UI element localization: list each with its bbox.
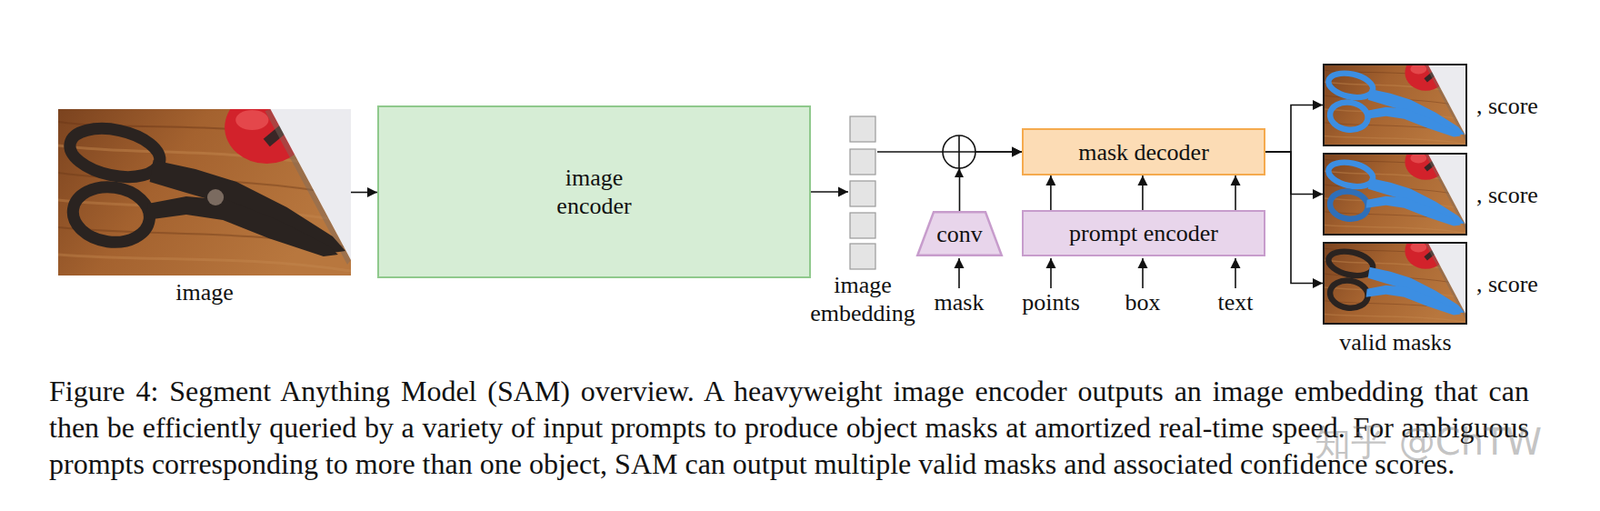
decoder-box: mask decoder bbox=[1021, 128, 1266, 176]
node-label: image bbox=[113, 278, 296, 307]
input-arrow bbox=[1050, 258, 1052, 289]
encoder-box: image encoder bbox=[377, 105, 811, 279]
node-label: mask decoder bbox=[1025, 138, 1262, 167]
sum-symbol bbox=[942, 135, 976, 178]
connector-arrow bbox=[1265, 151, 1323, 284]
embedding-cell bbox=[850, 180, 876, 207]
figure-caption: Figure 4: Segment Anything Model (SAM) o… bbox=[49, 372, 1530, 482]
output-mask: , score bbox=[1322, 152, 1468, 236]
connector-arrow bbox=[1265, 105, 1323, 153]
node-label: image encoder bbox=[530, 163, 659, 220]
connector-arrow bbox=[1265, 151, 1323, 195]
input-arrow bbox=[958, 258, 960, 289]
node-label: , score bbox=[1476, 180, 1539, 209]
embedding-cell bbox=[850, 116, 876, 142]
connector-arrow bbox=[1141, 175, 1144, 210]
input-label: text bbox=[1218, 288, 1254, 317]
node-label: image embedding bbox=[799, 270, 927, 328]
input-arrow bbox=[1141, 258, 1144, 289]
connector-arrow bbox=[1050, 175, 1052, 210]
sum-cross bbox=[942, 150, 976, 153]
scissors-photo bbox=[58, 90, 351, 276]
embedding-stack: image embedding bbox=[848, 114, 878, 271]
node-label: prompt encoder bbox=[1025, 219, 1262, 248]
sum-cross bbox=[958, 135, 960, 169]
input-label: box bbox=[1125, 288, 1161, 317]
embedding-cell bbox=[850, 149, 876, 175]
input-label: mask bbox=[934, 288, 985, 317]
output-mask: , score bbox=[1322, 241, 1468, 325]
mask-photo bbox=[1322, 54, 1468, 147]
input-arrows bbox=[959, 258, 1236, 289]
input-label: points bbox=[1021, 288, 1080, 317]
connector-group bbox=[350, 105, 1323, 284]
sum-arrowhead bbox=[954, 168, 964, 178]
group-label: valid masks bbox=[1339, 328, 1452, 357]
connector-arrow bbox=[350, 191, 378, 194]
sum-circle bbox=[942, 135, 976, 169]
node-label: conv bbox=[919, 220, 1001, 249]
node-label: , score bbox=[1476, 90, 1539, 120]
mask-photo bbox=[1322, 143, 1468, 236]
output-mask: , score bbox=[1322, 63, 1468, 147]
node-label: , score bbox=[1476, 269, 1539, 298]
input-image: image bbox=[58, 109, 351, 276]
watermark: 知乎 @ChTW bbox=[1314, 420, 1542, 463]
connector-arrow bbox=[960, 151, 1023, 211]
trapezoid-shape bbox=[917, 211, 1002, 256]
embedding-cells bbox=[848, 114, 878, 271]
prompt-encoder-box: prompt encoder bbox=[1021, 210, 1266, 257]
embedding-cell bbox=[850, 243, 876, 270]
connector-arrow bbox=[877, 150, 1022, 153]
conv-trapezoid: conv bbox=[916, 210, 1003, 257]
input-arrow bbox=[1234, 258, 1237, 289]
mask-photo bbox=[1322, 232, 1468, 325]
connector-arrow bbox=[1234, 175, 1237, 210]
embedding-cell bbox=[850, 212, 876, 239]
connector-arrow bbox=[810, 190, 849, 193]
